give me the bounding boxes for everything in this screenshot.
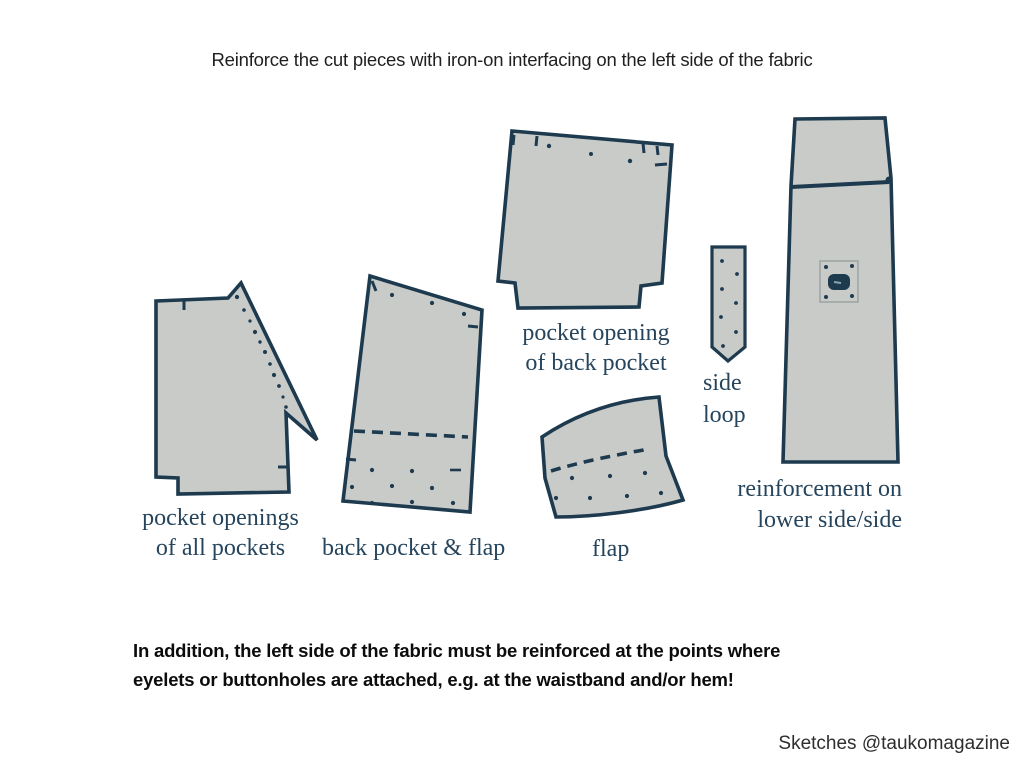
- piece-pocket-openings: [154, 279, 319, 496]
- note-line: In addition, the left side of the fabric…: [133, 640, 781, 661]
- label-line: loop: [703, 402, 746, 428]
- notch-tick: [641, 142, 646, 154]
- waistband-seam-line: [790, 180, 890, 189]
- label-side-loop: side loop: [703, 367, 746, 431]
- label-line: pocket openings: [142, 505, 299, 531]
- buttonhole-frame: [819, 260, 859, 303]
- note-line: eyelets or buttonholes are attached, e.g…: [133, 668, 734, 690]
- label-pocket-opening-back: pocket opening of back pocket: [498, 318, 694, 378]
- piece-back-pocket-flap: [340, 273, 484, 514]
- label-line: lower side/side: [757, 507, 902, 533]
- piece-side-loop: [710, 245, 747, 364]
- label-line: of back pocket: [525, 350, 667, 376]
- label-line: side: [703, 370, 742, 396]
- label-flap: flap: [592, 536, 630, 562]
- footer-note: In addition, the left side of the fabric…: [133, 637, 780, 694]
- notch-tick: [511, 134, 516, 146]
- notch-tick: [654, 162, 668, 167]
- stitch-dots: [234, 294, 288, 409]
- notch-tick: [655, 145, 660, 156]
- label-line: reinforcement on: [737, 476, 902, 502]
- label-line: pocket opening: [522, 320, 670, 346]
- label-line: of all pockets: [155, 535, 286, 561]
- stitch-dots: [719, 259, 739, 348]
- label-back-pocket-flap: back pocket & flap: [322, 535, 506, 561]
- notch-tick: [345, 457, 357, 462]
- fold-dashed-line: [550, 447, 650, 473]
- label-reinforcement: reinforcement on lower side/side: [698, 474, 902, 536]
- label-pocket-openings: pocket openings of all pockets: [118, 503, 323, 563]
- notch-tick: [370, 280, 378, 292]
- buttonhole-corner-dots: [824, 264, 854, 299]
- notch-tick: [534, 135, 539, 147]
- credit-text: Sketches @taukomagazine: [778, 733, 1010, 754]
- stitch-dots: [349, 292, 467, 506]
- buttonhole-slit: [833, 281, 842, 284]
- stitch-dots: [546, 143, 633, 164]
- stitch-dots: [553, 470, 664, 501]
- piece-reinforcement: [781, 116, 900, 464]
- notch-tick: [467, 324, 479, 329]
- piece-flap: [540, 395, 686, 519]
- piece-pocket-opening-back: [496, 129, 674, 310]
- seam-corner-mark: [885, 176, 893, 184]
- fold-dashed-line: [353, 429, 469, 439]
- page-title: Reinforce the cut pieces with iron-on in…: [211, 49, 813, 70]
